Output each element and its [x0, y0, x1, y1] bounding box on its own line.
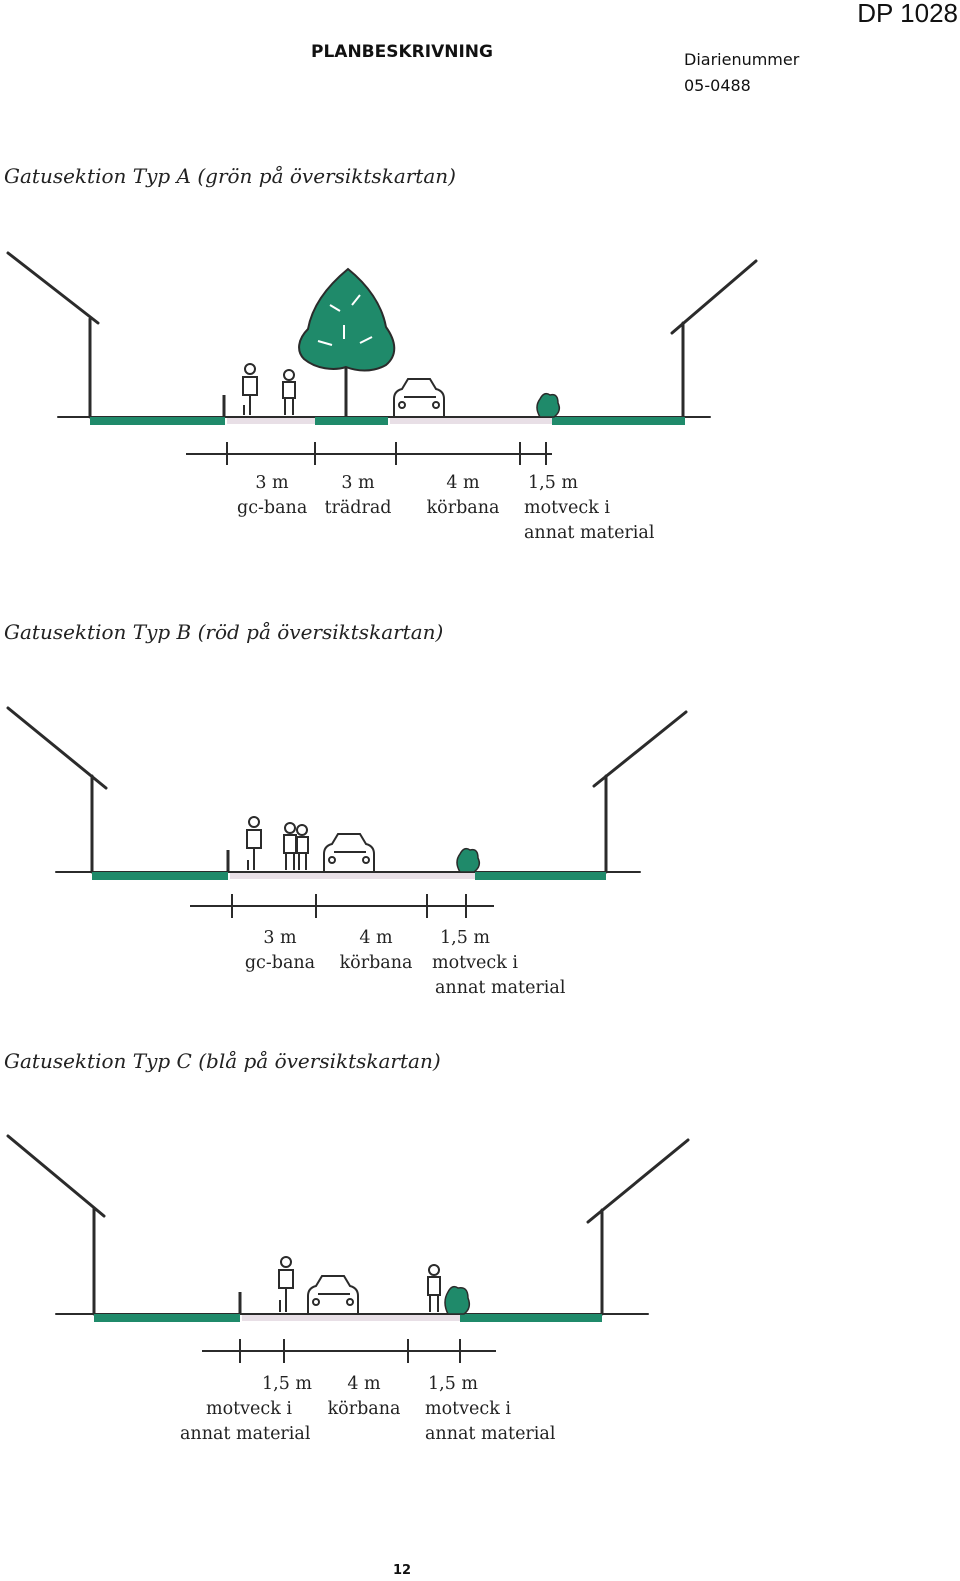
section-a-label-tradrad: 3 m trädrad — [323, 471, 393, 521]
label-line: motveck i — [432, 953, 518, 973]
pedestrian-icon — [283, 822, 297, 870]
diary-block: Diarienummer 05-0488 — [684, 47, 799, 99]
road-surface — [242, 1315, 460, 1321]
label-line: 1,5 m — [262, 1374, 312, 1394]
green-verge — [92, 872, 228, 880]
label-line: 4 m — [446, 473, 480, 493]
dimension-ticks-c — [202, 1339, 496, 1363]
dimension-ticks-a — [186, 442, 552, 465]
car-icon — [307, 1275, 359, 1315]
tree-icon — [298, 267, 396, 417]
cyclist-icon — [278, 1256, 294, 1312]
label-line: gc-bana — [237, 498, 308, 518]
house-left — [6, 251, 100, 325]
car-icon — [393, 378, 445, 418]
green-verge — [552, 417, 685, 425]
document-title: PLANBESKRIVNING — [311, 42, 493, 62]
label-line: 4 m — [347, 1374, 381, 1394]
green-verge — [475, 872, 606, 880]
house-right — [670, 259, 758, 335]
label-line: 1,5 m — [428, 1374, 478, 1394]
road-surface — [230, 873, 475, 879]
section-b-heading: Gatusektion Typ B (röd på översiktskarta… — [4, 620, 444, 644]
pedestrian-icon — [282, 369, 296, 415]
section-a-label-korbana: 4 m körbana — [426, 471, 500, 521]
label-line: annat material — [180, 1424, 311, 1444]
cyclist-icon — [242, 363, 258, 415]
label-line: motveck i — [206, 1399, 292, 1419]
street-section-b-sketch — [6, 706, 688, 880]
label-line: körbana — [426, 498, 500, 518]
label-line: körbana — [339, 953, 413, 973]
green-verge — [315, 417, 388, 425]
green-verge — [460, 1314, 602, 1322]
section-c-label-motveck-left: 1,5 m motveck i annat material — [180, 1372, 312, 1447]
section-a-label-motveck: 1,5 m motveck i annat material — [524, 471, 654, 546]
section-c-label-motveck-right: 1,5 m motveck i annat material — [425, 1372, 555, 1447]
label-line: gc-bana — [244, 953, 316, 973]
label-line: 3 m — [255, 473, 289, 493]
label-line: 3 m — [341, 473, 375, 493]
document-id: DP 1028 — [857, 0, 958, 28]
label-line: 4 m — [359, 928, 393, 948]
street-section-c-sketch — [6, 1134, 690, 1322]
street-section-a-sketch — [6, 251, 758, 425]
road-surface — [390, 418, 552, 424]
cyclist-icon — [246, 816, 262, 870]
road-surface — [227, 418, 315, 424]
label-line: annat material — [524, 523, 655, 543]
green-verge — [90, 417, 225, 425]
section-b-label-korbana: 4 m körbana — [339, 926, 413, 976]
pedestrian-icon — [296, 824, 309, 870]
section-c-heading: Gatusektion Typ C (blå på översiktskarta… — [4, 1049, 441, 1073]
label-line: motveck i — [524, 498, 610, 518]
label-line: annat material — [435, 978, 566, 998]
section-b-label-gc-bana: 3 m gc-bana — [244, 926, 316, 976]
shrub-icon — [536, 392, 561, 418]
page-number: 12 — [393, 1563, 412, 1578]
section-c-label-korbana: 4 m körbana — [327, 1372, 401, 1422]
section-a-heading: Gatusektion Typ A (grön på översiktskart… — [4, 164, 456, 188]
section-b-label-motveck: 1,5 m motveck i annat material — [432, 926, 565, 1001]
label-line: 1,5 m — [528, 473, 578, 493]
label-line: 1,5 m — [440, 928, 490, 948]
section-a-label-gc-bana: 3 m gc-bana — [237, 471, 307, 521]
label-line: trädrad — [324, 498, 392, 518]
car-icon — [323, 833, 375, 873]
label-line: motveck i — [425, 1399, 511, 1419]
green-verge — [94, 1314, 240, 1322]
shrub-icon — [444, 1285, 471, 1315]
diary-label: Diarienummer — [684, 50, 800, 69]
dimension-ticks-b — [190, 894, 494, 918]
label-line: körbana — [327, 1399, 401, 1419]
diary-number: 05-0488 — [684, 76, 751, 95]
label-line: 3 m — [263, 928, 297, 948]
label-line: annat material — [425, 1424, 556, 1444]
pedestrian-icon — [427, 1264, 441, 1312]
shrub-icon — [456, 847, 481, 873]
